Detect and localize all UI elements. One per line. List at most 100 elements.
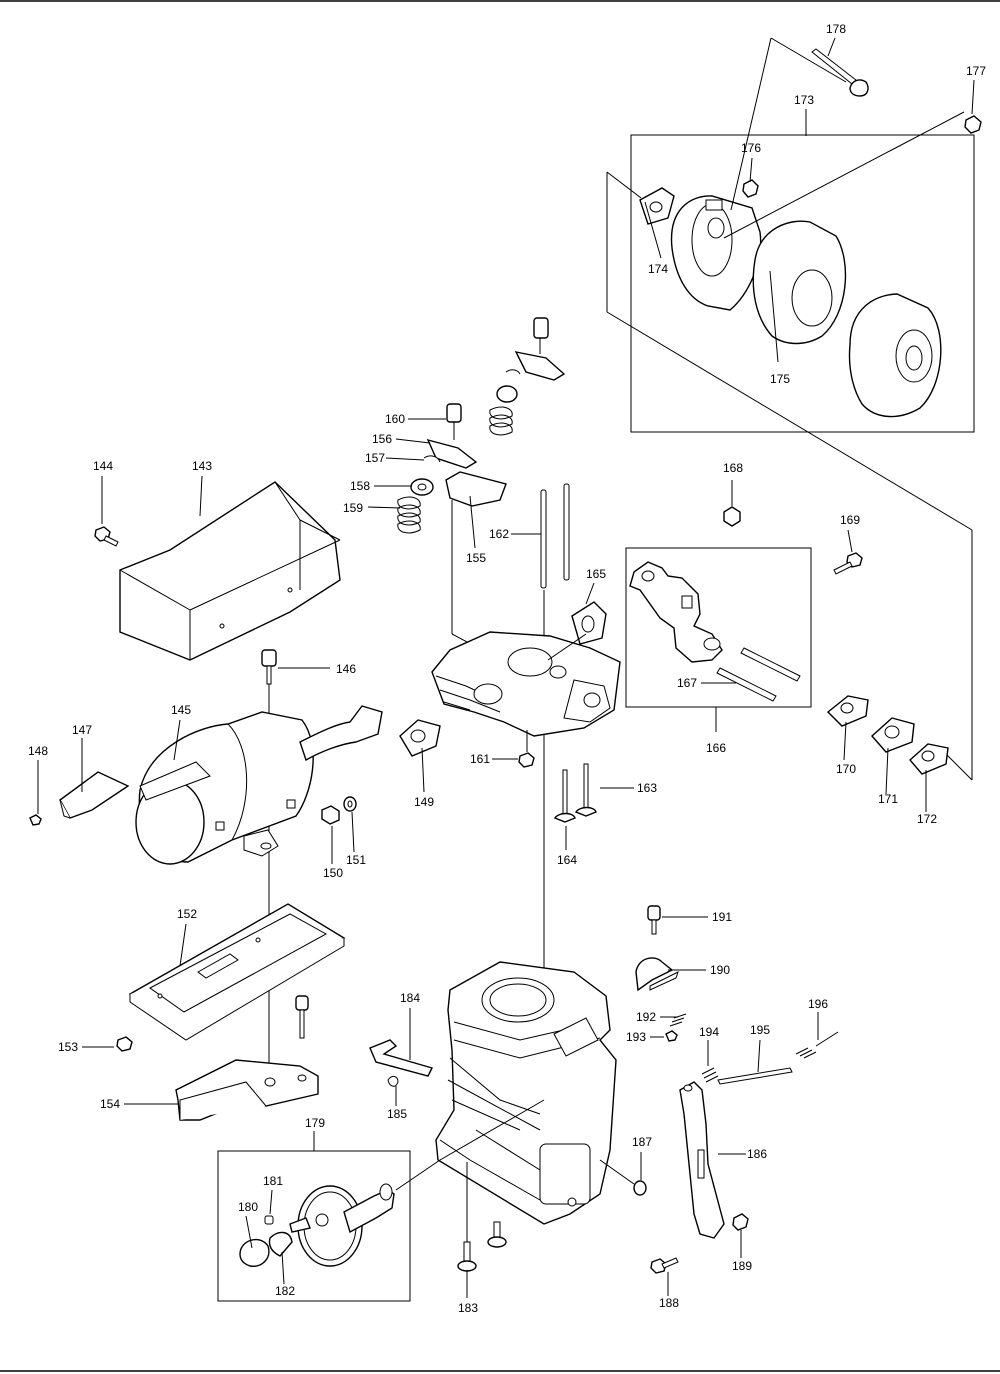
part-147-bracket xyxy=(59,738,130,819)
callout-145: 145 xyxy=(171,703,191,717)
part-184-lever xyxy=(369,1008,434,1077)
callout-183: 183 xyxy=(458,1301,478,1315)
part-176-nut xyxy=(742,179,759,198)
part-154-bracket xyxy=(124,995,319,1121)
part-188-bolt xyxy=(650,1257,679,1296)
callout-186: 186 xyxy=(747,1147,767,1161)
part-159-spring xyxy=(397,496,421,534)
callout-193: 193 xyxy=(626,1030,646,1044)
part-144-bolt xyxy=(94,476,119,547)
callout-192: 192 xyxy=(636,1010,656,1024)
part-143-cover xyxy=(119,475,341,661)
callout-177: 177 xyxy=(966,64,986,78)
callout-164: 164 xyxy=(557,853,577,867)
callout-179: 179 xyxy=(305,1116,325,1130)
callout-196: 196 xyxy=(808,997,828,1011)
callout-146: 146 xyxy=(336,662,356,676)
part-194-spring xyxy=(701,1040,719,1083)
callout-194: 194 xyxy=(699,1025,719,1039)
callout-153: 153 xyxy=(58,1040,78,1054)
callout-152: 152 xyxy=(177,907,197,921)
cylinder-head xyxy=(431,631,621,737)
callout-191: 191 xyxy=(712,910,732,924)
callout-148: 148 xyxy=(28,744,48,758)
callout-178: 178 xyxy=(826,22,846,36)
callout-189: 189 xyxy=(732,1259,752,1273)
part-151-washer xyxy=(343,796,357,853)
callout-160: 160 xyxy=(385,412,405,426)
callout-163: 163 xyxy=(637,781,657,795)
callout-161: 161 xyxy=(470,752,490,766)
part-148-screw xyxy=(29,760,42,826)
part-145-muffler xyxy=(135,705,383,865)
intake-group xyxy=(625,547,812,732)
part-196-spring xyxy=(795,1012,839,1059)
callout-174: 174 xyxy=(648,262,668,276)
gaskets-170-172 xyxy=(826,695,949,812)
part-157-keeper xyxy=(423,455,441,463)
part-156-rocker xyxy=(426,438,478,469)
callout-187: 187 xyxy=(632,1135,652,1149)
callout-155: 155 xyxy=(466,551,486,565)
callout-167: 167 xyxy=(677,676,697,690)
part-160-bolt xyxy=(446,403,462,423)
part-192-spring xyxy=(660,1013,687,1027)
part-150-nut xyxy=(321,805,340,864)
part-155-plate xyxy=(445,471,507,507)
callout-176: 176 xyxy=(741,141,761,155)
camshaft-group xyxy=(217,1099,545,1302)
part-183-bolt xyxy=(457,1162,507,1298)
callout-labels: 143 144 145 146 147 148 149 150 151 152 … xyxy=(28,22,986,1315)
callout-180: 180 xyxy=(238,1200,258,1214)
callout-154: 154 xyxy=(100,1097,120,1111)
callout-159: 159 xyxy=(343,501,363,515)
callout-185: 185 xyxy=(387,1107,407,1121)
part-187-clip xyxy=(599,1152,647,1196)
valves-163-164 xyxy=(553,763,634,850)
part-168-nut xyxy=(723,506,741,527)
callout-195: 195 xyxy=(750,1023,770,1037)
crankcase xyxy=(435,961,617,1225)
valve-train-group xyxy=(367,317,566,653)
part-191-bolt xyxy=(647,905,708,935)
callout-169: 169 xyxy=(840,513,860,527)
air-cleaner-group xyxy=(606,37,982,781)
callout-166: 166 xyxy=(706,741,726,755)
callout-168: 168 xyxy=(723,461,743,475)
callout-171: 171 xyxy=(878,792,898,806)
part-149-gasket xyxy=(399,719,441,793)
callout-150: 150 xyxy=(323,866,343,880)
part-169-bolt xyxy=(833,529,863,575)
callout-165: 165 xyxy=(586,567,606,581)
part-190-bracket xyxy=(635,957,706,992)
callout-170: 170 xyxy=(836,762,856,776)
callout-149: 149 xyxy=(414,795,434,809)
callout-190: 190 xyxy=(710,963,730,977)
air-cleaner-box xyxy=(630,134,975,433)
callout-143: 143 xyxy=(192,459,212,473)
callout-156: 156 xyxy=(372,432,392,446)
callout-158: 158 xyxy=(350,479,370,493)
part-186-lever xyxy=(679,1081,746,1239)
callout-157: 157 xyxy=(365,451,385,465)
part-185-clip xyxy=(387,1075,399,1106)
outer-element xyxy=(848,293,942,418)
part-153-screw xyxy=(82,1036,133,1052)
part-161-nut xyxy=(492,730,535,768)
part-165-gasket xyxy=(547,582,607,661)
part-177-nut xyxy=(964,115,982,134)
callout-181: 181 xyxy=(263,1174,283,1188)
intake-box xyxy=(625,547,812,708)
part-195-rod xyxy=(717,1039,793,1085)
callout-172: 172 xyxy=(917,812,937,826)
callout-151: 151 xyxy=(346,853,366,867)
part-189-nut xyxy=(732,1213,749,1258)
callout-144: 144 xyxy=(93,459,113,473)
callout-175: 175 xyxy=(770,372,790,386)
callout-184: 184 xyxy=(400,991,420,1005)
callout-147: 147 xyxy=(72,723,92,737)
callout-173: 173 xyxy=(794,93,814,107)
callout-182: 182 xyxy=(275,1284,295,1298)
callout-162: 162 xyxy=(489,527,509,541)
